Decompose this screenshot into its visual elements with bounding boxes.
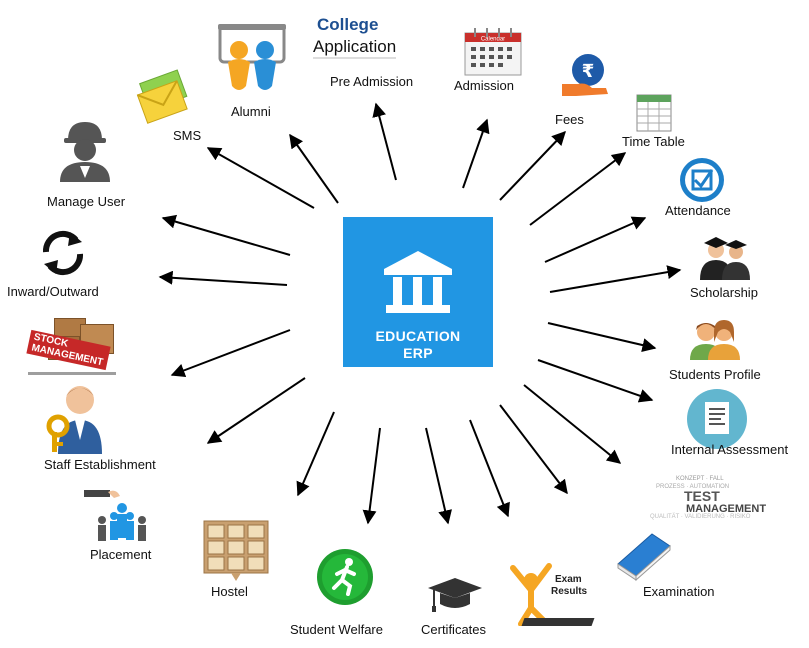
rupee-symbol: ₹ [582, 61, 595, 82]
attendance-check-icon [680, 158, 724, 202]
placement-people-icon [84, 490, 146, 541]
module-label-placement[interactable]: Placement [90, 547, 152, 562]
sms-envelope-icon [136, 69, 188, 124]
management-word: MANAGEMENT [686, 503, 767, 515]
examination-book-icon [617, 533, 671, 582]
sync-arrows-icon [42, 230, 84, 276]
staff-key-icon [46, 386, 102, 454]
students-profile-icon [690, 320, 740, 360]
celebrating-person-icon [510, 563, 552, 626]
module-label-scholarship[interactable]: Scholarship [690, 285, 758, 300]
test-word: TEST [684, 488, 720, 504]
module-label-sms[interactable]: SMS [173, 128, 202, 143]
scholarship-graduates-icon [700, 237, 750, 280]
internal-assessment-icon [687, 389, 747, 449]
test-management-cloud-icon: KONZEPT · FALL PROZESS · AUTOMATION TEST… [650, 476, 767, 520]
module-label-examination[interactable]: Examination [643, 584, 715, 599]
student-welfare-runner-icon [317, 549, 373, 605]
module-label-internal-assessment[interactable]: Internal Assessment [671, 442, 789, 457]
module-label-inward-outward[interactable]: Inward/Outward [7, 284, 99, 299]
module-label-staff-establishment[interactable]: Staff Establishment [44, 457, 156, 472]
exam-word: Exam [555, 574, 582, 585]
college-application-icon: College Application [313, 15, 409, 65]
timetable-sheet-icon [636, 94, 672, 132]
manage-user-icon [60, 122, 110, 182]
module-label-pre-admission[interactable]: Pre Admission [330, 74, 414, 89]
center-title-line1: EDUCATION [375, 328, 461, 344]
building-icon [384, 251, 452, 313]
module-label-students-profile[interactable]: Students Profile [669, 367, 761, 382]
results-word: Results [551, 586, 588, 597]
module-label-hostel[interactable]: Hostel [211, 584, 248, 599]
module-label-manage-user[interactable]: Manage User [47, 194, 126, 209]
module-label-student-welfare[interactable]: Student Welfare [290, 622, 383, 637]
center-title-line2: ERP [403, 345, 433, 361]
graduation-cap-icon [428, 578, 482, 612]
hostel-rooms-icon [203, 520, 269, 581]
stock-management-icon: STOCK MANAGEMENT [26, 318, 116, 376]
module-label-admission[interactable]: Admission [454, 78, 514, 93]
alumni-icon [218, 24, 286, 90]
calendar-icon: Calendar [464, 28, 522, 76]
module-label-attendance[interactable]: Attendance [665, 203, 731, 218]
exam-results-icon: Exam Results [499, 556, 595, 630]
module-label-certificates[interactable]: Certificates [421, 622, 487, 637]
college-text: College [317, 15, 379, 34]
calendar-header-text: Calendar [481, 37, 505, 43]
application-text: Application [313, 37, 397, 59]
education-erp-hub[interactable]: EDUCATION ERP [343, 217, 493, 367]
fees-rupee-icon: ₹ [562, 54, 608, 96]
module-label-alumni[interactable]: Alumni [231, 104, 271, 119]
module-label-time-table[interactable]: Time Table [622, 134, 685, 149]
module-label-fees[interactable]: Fees [555, 112, 584, 127]
